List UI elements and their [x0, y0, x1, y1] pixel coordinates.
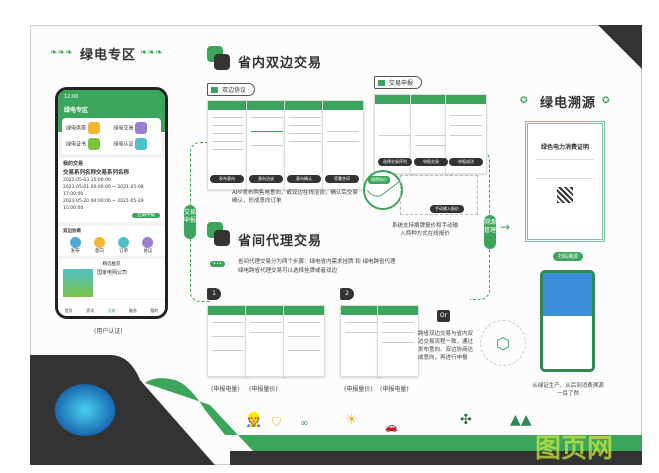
bilateral-contract[interactable]: 协议 — [142, 237, 154, 254]
screen-mockup — [283, 305, 325, 377]
bilateral-publish[interactable]: 发布 — [69, 237, 81, 254]
inter-desc-1: 省间代理交易分为两个步骤：绿电省内需求挂牌 和 绿电跨省代理 — [238, 259, 396, 265]
solar-panel-icon: ☀ — [345, 412, 358, 428]
section-info: 精选推荐 — [102, 262, 121, 267]
screen-mockup — [207, 305, 249, 377]
inter-title: 省间代理交易 — [238, 234, 323, 249]
company-image — [63, 269, 93, 297]
step-pill: 签署合同 — [325, 175, 359, 183]
section-logo-icon — [207, 46, 231, 70]
phone-header: 绿电专区 — [64, 107, 89, 114]
tile-auth[interactable]: 绿电认证 — [114, 138, 158, 150]
bilateral-order[interactable]: 订单 — [118, 237, 130, 254]
data-platform-illustration — [50, 380, 120, 440]
qr-code-icon[interactable] — [557, 187, 573, 203]
tile-trade[interactable]: 绿电交易 — [114, 122, 158, 134]
step-label: (申报量价) — [344, 386, 373, 393]
screen-mockup — [377, 305, 419, 377]
trace-title: 绿电溯源 — [540, 96, 597, 111]
step-label: (申报电量) — [380, 386, 409, 393]
screen-mockup — [245, 305, 287, 377]
section-trade: 我的交易 — [63, 161, 84, 167]
phone-mockup: 12:00 绿电专区 绿电供需 绿电交易 绿电证书 绿电认证 我的交易 交易系列… — [55, 87, 168, 319]
step-pill: 申报成功 — [449, 158, 483, 166]
apply-button[interactable]: 立即申报 — [132, 213, 160, 218]
provincial-caption: APP发布购售电意向，或双边在线洽谈，确认后交易确认，形成意向订单 — [232, 190, 358, 204]
tab-home[interactable]: 首页 — [64, 308, 73, 313]
certificate-title: 绿色电力消费证明 — [540, 144, 589, 151]
step-pill: 意向洽谈 — [249, 175, 283, 183]
step-2-badge: 2 — [340, 288, 354, 300]
leaf-icons-left: ❧❧❧ — [50, 48, 73, 58]
certificate-body — [536, 159, 594, 179]
tab-mine[interactable]: 我的 — [150, 308, 159, 313]
chain-icon: ∞ — [300, 418, 309, 429]
price-caption: 系统支持摘牌报价和手动输入两种方式在线报价 — [391, 223, 458, 237]
bilateral-intent[interactable]: 意向 — [93, 237, 105, 254]
price-curve — [366, 181, 400, 197]
trace-phone — [540, 270, 595, 372]
location-icon: ✪ — [520, 96, 528, 106]
tile-supply[interactable]: 绿电供需 — [66, 122, 110, 134]
phone-time: 12:00 — [64, 94, 79, 100]
scan-trace-button[interactable]: 扫码溯源 — [553, 252, 584, 261]
tab-service[interactable]: 服务 — [128, 308, 137, 313]
location-icon: ✪ — [602, 96, 610, 106]
section-logo-icon — [207, 222, 231, 246]
tab-trade[interactable]: 交易 — [107, 308, 116, 313]
vertical-pill-left: 交易申报 — [184, 205, 196, 239]
section-bilateral: 双边协商 — [63, 229, 81, 234]
step-1-badge: 1 — [207, 288, 221, 300]
company-name: 国家电网公司 — [97, 270, 128, 276]
chart-panel — [400, 175, 478, 215]
certificate: 绿色电力消费证明 — [525, 121, 605, 242]
car-icon: 🚗 — [385, 422, 398, 433]
inter-badge: ••• — [210, 261, 225, 267]
green-band — [145, 378, 642, 465]
inter-desc-2: 绿电跨省代理交易可以选择挂牌或者双边 — [238, 268, 338, 274]
trade-line: 2021-05-01 00:00:00 ~ 2021-05-08 17:00:0… — [63, 185, 144, 197]
corner-decoration — [598, 25, 642, 69]
step-pill: 申报交易 — [414, 158, 448, 166]
trade-title: 交易系列名称交易系列名称 — [63, 170, 130, 176]
step-label: (申报电量) — [211, 386, 240, 393]
arrow-right-icon: → — [500, 220, 511, 234]
leaf-icons-right: ❧❧❧ — [140, 48, 163, 58]
tree-icon: ▲▲ — [510, 412, 532, 428]
chart-pill-manual: 手动输入报价 — [430, 205, 464, 213]
trace-caption: 从绿证生产、从后到消费溯源一目了然 — [532, 383, 604, 397]
tag-bilateral-agreement: 双边协议 — [207, 83, 256, 96]
step-pill: 选择交易序列 — [378, 158, 412, 166]
trade-line: 2021-05-03 15:00:00 — [63, 178, 111, 183]
worker-icon: 👷 — [245, 412, 263, 428]
windmill-icon: ✣ — [460, 412, 472, 428]
or-description: 跨省双边交易与省内双边交易流程一致，通过发布意向、双边协商达成意向，再进行申报 — [418, 331, 474, 361]
tag-trade-apply: 交易申报 — [374, 76, 423, 89]
step-label: (申报量价) — [249, 386, 278, 393]
step-pill: 意向确认 — [287, 175, 321, 183]
or-badge: Or — [437, 310, 450, 322]
provincial-title: 省内双边交易 — [238, 56, 323, 71]
vertical-pill-right: 溯源管理 — [484, 215, 496, 249]
green-zone-title: 绿电专区 — [80, 48, 137, 63]
tile-cert[interactable]: 绿电证书 — [66, 138, 110, 150]
shield-icon: ⛉ — [272, 415, 282, 429]
tab-news[interactable]: 资讯 — [86, 308, 95, 313]
trade-line: 2021-05-20 00:00:00 ~ 2021-05-29 15:00:0… — [63, 199, 144, 211]
chart-pill: 摘牌报价 — [368, 176, 390, 184]
network-icon: ⬡ — [480, 320, 526, 366]
step-pill: 发布意向 — [210, 175, 244, 183]
phone-caption: (用户认证) — [94, 328, 123, 335]
watermark: 图页网 — [535, 434, 614, 464]
dark-band — [230, 451, 642, 465]
